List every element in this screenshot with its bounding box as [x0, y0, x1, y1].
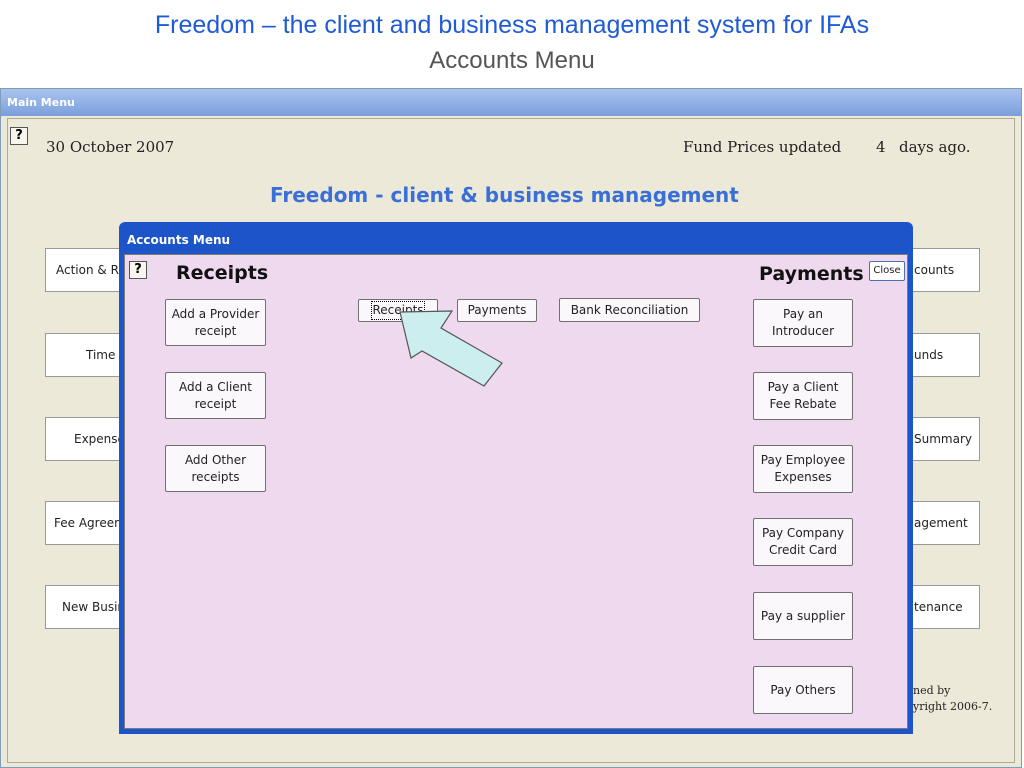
tab-payments[interactable]: Payments [457, 299, 537, 322]
pay-others-button[interactable]: Pay Others [753, 666, 853, 714]
button-line: receipt [194, 323, 237, 338]
button-line: Add Other [184, 452, 247, 467]
button-line: Pay Others [770, 682, 836, 697]
button-line: receipts [191, 469, 240, 484]
help-icon[interactable]: ? [10, 127, 28, 145]
button-line: Pay Employee [760, 453, 846, 467]
dialog-help-icon[interactable]: ? [129, 261, 147, 279]
add-other-receipts-button[interactable]: Add Other receipts [165, 445, 266, 492]
management-button[interactable]: agement [910, 501, 980, 545]
button-line: Add a Provider [171, 306, 260, 321]
button-line: Add a Client [179, 379, 252, 394]
add-client-receipt-button[interactable]: Add a Client receipt [165, 372, 266, 419]
payments-heading: Payments [759, 263, 864, 285]
slide-title: Freedom – the client and business manage… [154, 11, 870, 39]
tab-bank-reconciliation[interactable]: Bank Reconciliation [559, 298, 700, 322]
main-heading: Freedom - client & business management [270, 183, 739, 207]
main-menu-titlebar: Main Menu [1, 89, 1021, 116]
tab-payments-label: Payments [467, 303, 527, 317]
maintenance-button[interactable]: tenance [910, 585, 980, 629]
footer-copyright: yright 2006-7. [913, 700, 993, 713]
footer-designed-by: ned by [913, 684, 951, 697]
receipts-heading: Receipts [176, 262, 269, 284]
fund-prices-label: Fund Prices updated [683, 138, 842, 156]
tab-bank-reconciliation-label: Bank Reconciliation [570, 302, 689, 317]
accounts-button[interactable]: counts [910, 248, 980, 292]
button-line: Pay Company [761, 526, 845, 540]
pay-supplier-button[interactable]: Pay a supplier [753, 592, 853, 640]
button-line: Pay a supplier [760, 608, 846, 623]
button-line: Pay an [783, 307, 823, 321]
button-line: receipt [194, 396, 237, 411]
pay-introducer-button[interactable]: Pay an Introducer [753, 299, 853, 347]
fund-prices-suffix: days ago. [899, 138, 971, 156]
fund-prices-days: 4 [876, 138, 886, 156]
add-provider-receipt-button[interactable]: Add a Provider receipt [165, 299, 266, 346]
button-line: Fee Rebate [769, 397, 837, 411]
pointer-arrow-shape [399, 310, 503, 387]
button-line: Credit Card [769, 543, 837, 557]
button-line: Expenses [774, 470, 832, 484]
current-date: 30 October 2007 [46, 138, 175, 156]
slide-subtitle: Accounts Menu [429, 47, 595, 74]
summary-button[interactable]: Summary [910, 417, 980, 461]
button-line: Introducer [772, 324, 834, 338]
close-button[interactable]: Close [869, 261, 905, 281]
funds-button[interactable]: unds [910, 333, 980, 377]
accounts-menu-titlebar: Accounts Menu [127, 233, 231, 247]
button-line: Pay a Client [767, 380, 839, 394]
